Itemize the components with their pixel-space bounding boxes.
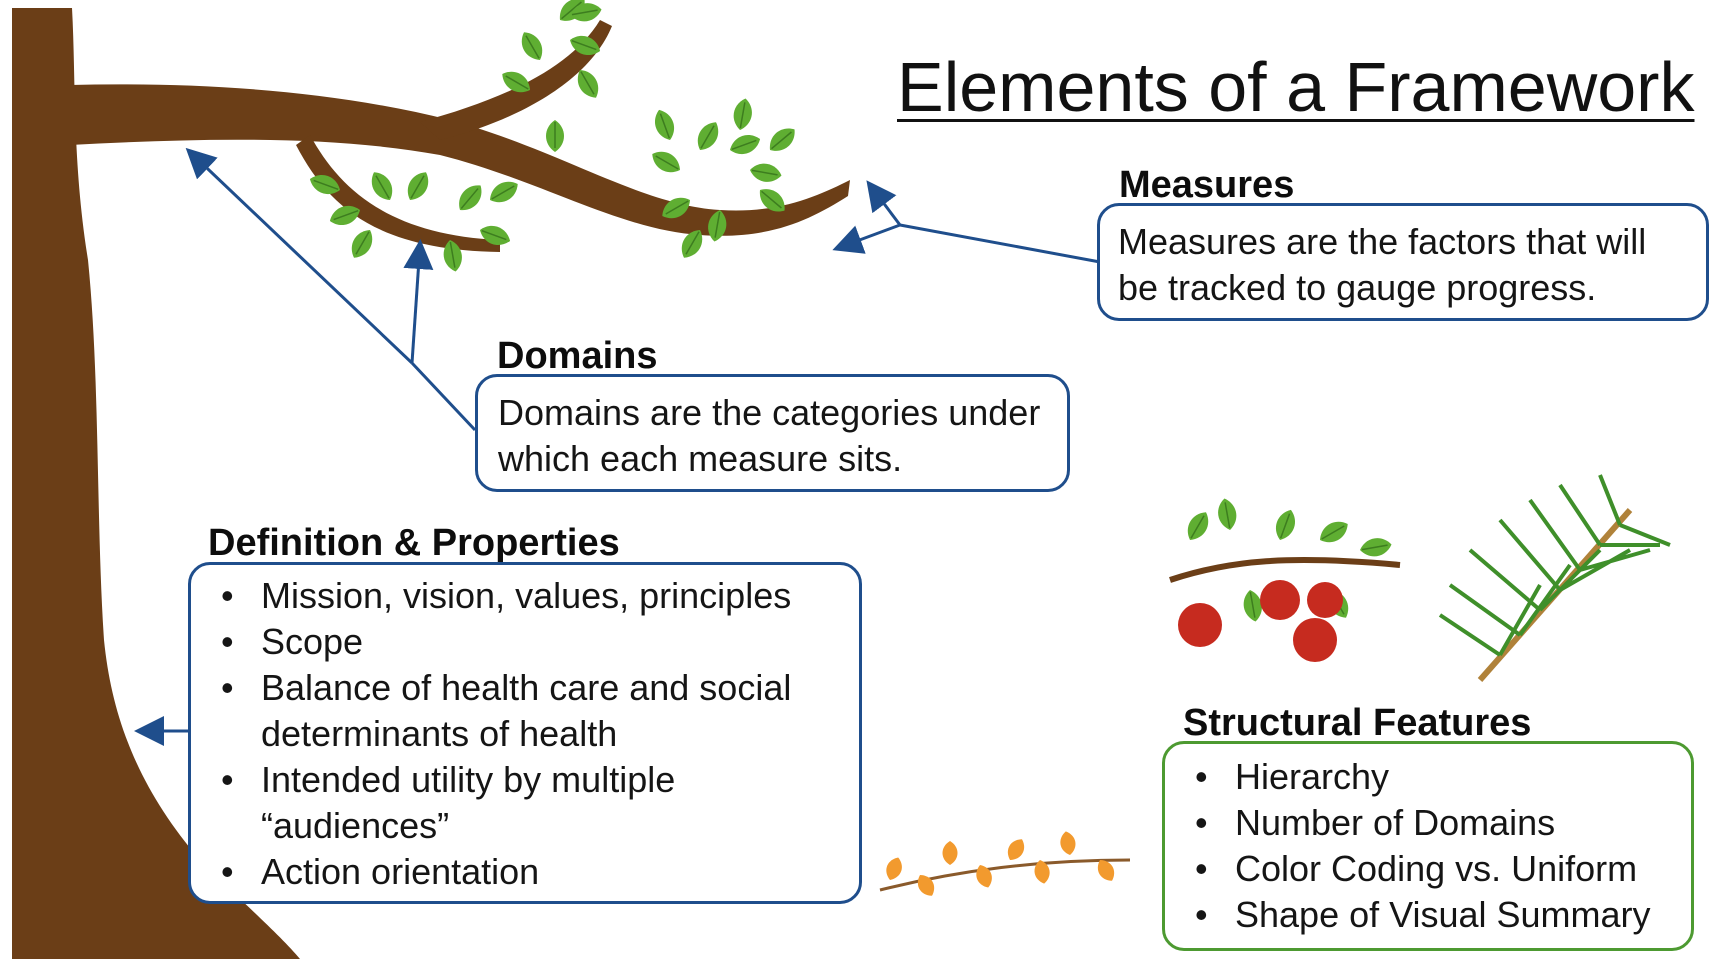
connector-arrows — [134, 147, 1101, 746]
list-item: Balance of health care and social determ… — [201, 665, 849, 757]
domains-heading: Domains — [497, 335, 658, 377]
structural-heading: Structural Features — [1183, 702, 1532, 744]
tree-trunk — [12, 8, 300, 959]
list-item: Scope — [201, 619, 849, 665]
list-item: Action orientation — [201, 849, 849, 895]
list-item: Number of Domains — [1175, 800, 1681, 846]
pine-branch-image — [1438, 474, 1671, 682]
tree-branch-main — [70, 84, 850, 236]
page-title: Elements of a Framework — [897, 48, 1695, 126]
domains-text: Domains are the categories under which e… — [498, 392, 1041, 479]
measures-box: Measures are the factors that will be tr… — [1097, 203, 1709, 321]
list-item: Intended utility by multiple “audiences” — [201, 757, 849, 849]
list-item: Shape of Visual Summary — [1175, 892, 1681, 938]
tree-branch-upper — [420, 20, 612, 140]
tree-branch-lower — [296, 135, 500, 252]
apple-branch-image — [1169, 496, 1401, 662]
measures-heading: Measures — [1119, 164, 1295, 206]
autumn-branch-image — [879, 830, 1131, 900]
domains-box: Domains are the categories under which e… — [475, 374, 1070, 492]
list-item: Mission, vision, values, principles — [201, 573, 849, 619]
list-item: Color Coding vs. Uniform — [1175, 846, 1681, 892]
list-item: Hierarchy — [1175, 754, 1681, 800]
measures-text: Measures are the factors that will be tr… — [1118, 221, 1647, 308]
leaves-right — [647, 96, 802, 263]
definition-box: Mission, vision, values, principles Scop… — [188, 562, 862, 904]
structural-box: Hierarchy Number of Domains Color Coding… — [1162, 741, 1694, 951]
definition-heading: Definition & Properties — [208, 522, 620, 564]
